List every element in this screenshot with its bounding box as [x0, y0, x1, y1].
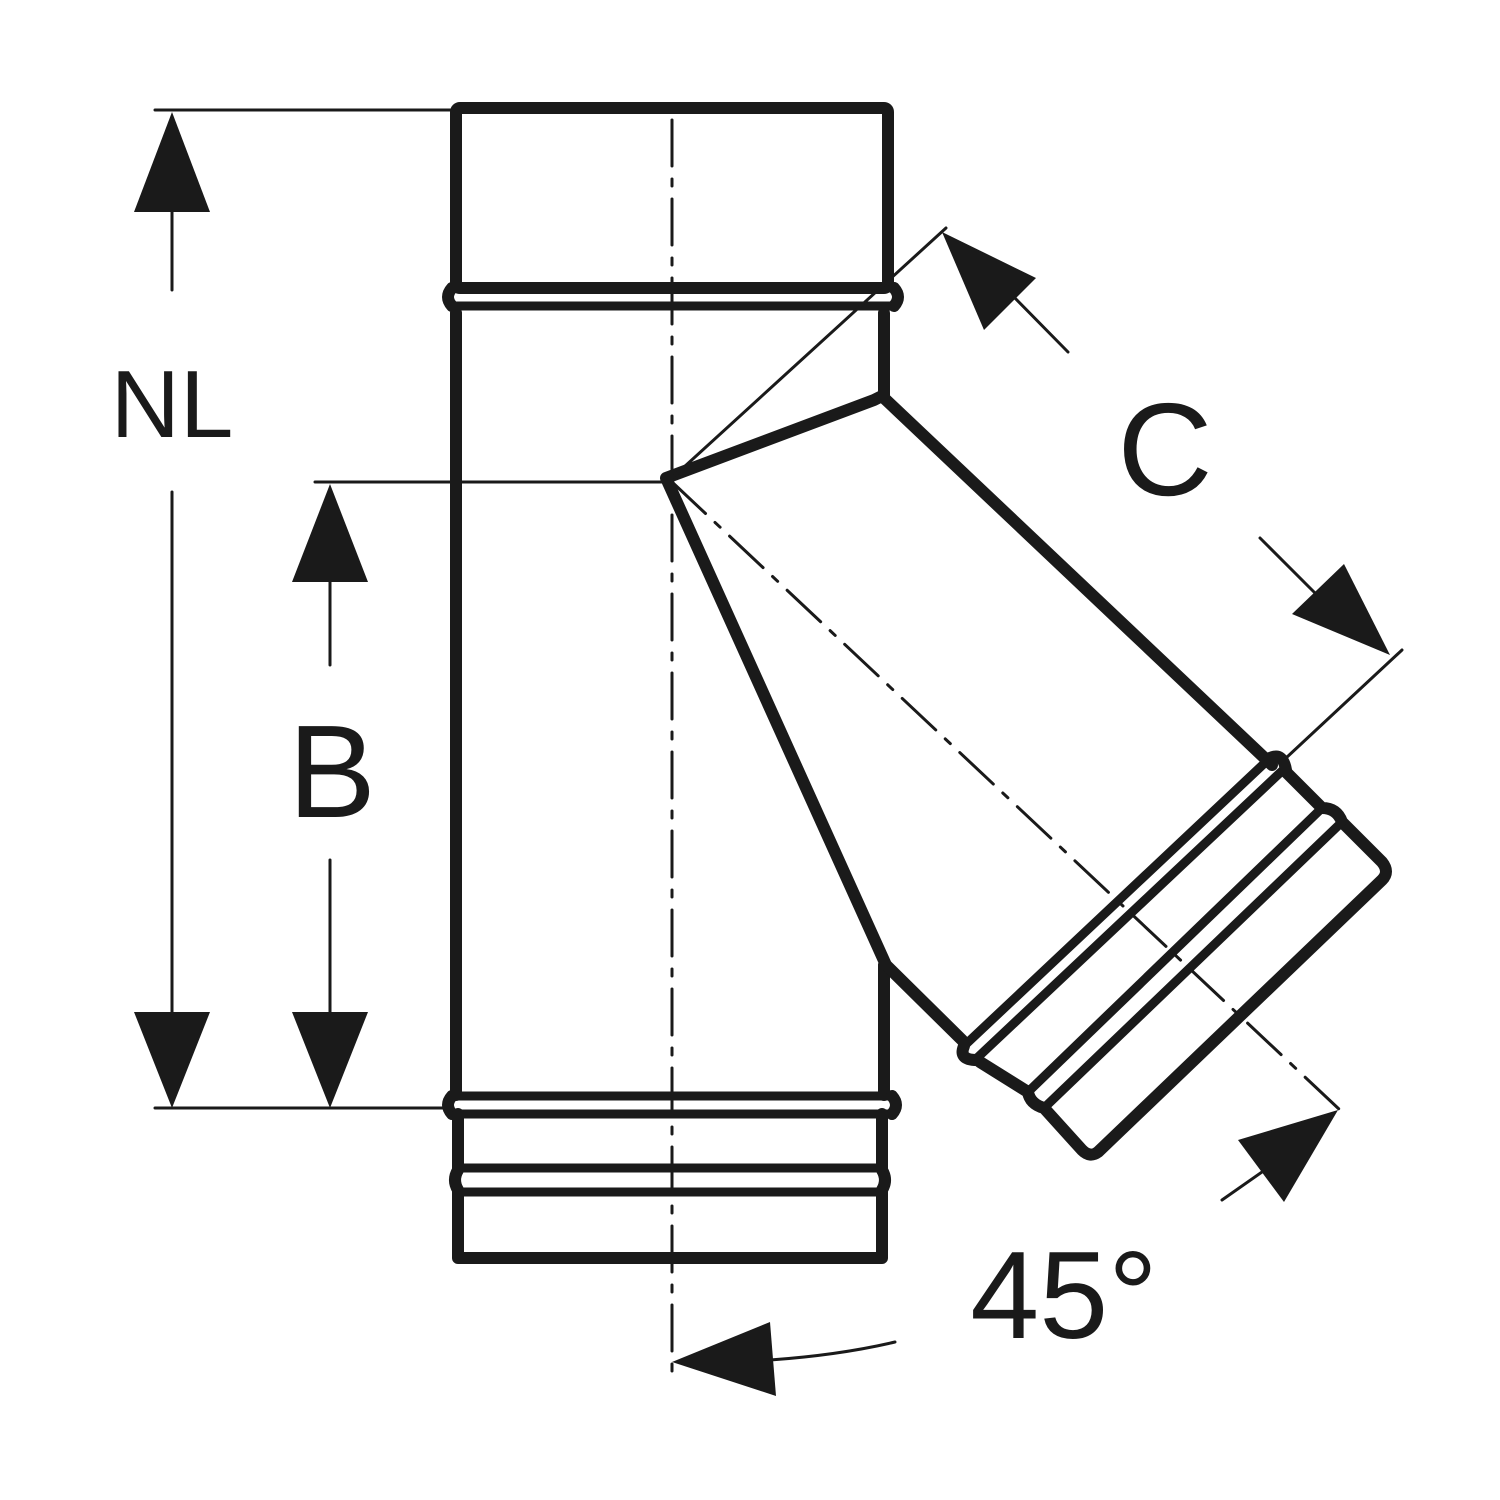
nl-label: NL [111, 351, 234, 458]
c-top-arrow [942, 232, 1036, 330]
b-label: B [288, 698, 376, 845]
branch-outline [660, 389, 968, 1046]
top-bead-right-cap [888, 282, 904, 312]
c-label: C [1117, 376, 1212, 523]
angle-label: 45° [970, 1227, 1158, 1365]
bottom-spigot [449, 1108, 891, 1264]
angle-arc [768, 1340, 897, 1362]
c-dim-line-lower [1258, 536, 1324, 602]
bottom-bead-right-cap [886, 1090, 902, 1120]
bottom-bead-left-cap [442, 1090, 458, 1120]
angle-left-arrow [672, 1322, 776, 1396]
dimension-lines [153, 108, 1404, 1362]
angle-right-arrow [1238, 1110, 1338, 1202]
branch-spigot [974, 766, 1392, 1161]
branch-bead-cap-bottom [956, 1040, 983, 1066]
c-bottom-arrow [1292, 564, 1390, 655]
c-dim-line-upper [1005, 288, 1070, 354]
arrowheads [134, 112, 1390, 1396]
top-bead-left-cap [442, 282, 458, 312]
c-bottom-extension [1284, 648, 1404, 760]
nl-top-arrow [134, 112, 210, 212]
branch-groove-2 [1039, 817, 1347, 1113]
branch-pipe [660, 389, 1392, 1161]
c-top-extension [670, 226, 948, 480]
b-bottom-arrow [292, 1012, 368, 1108]
b-top-arrow [292, 484, 368, 582]
nl-bottom-arrow [134, 1012, 210, 1108]
branch-groove-1 [1023, 803, 1327, 1097]
main-pipe [442, 102, 904, 1264]
branch-upper-edge [878, 392, 1278, 771]
main-pipe-outline [450, 307, 890, 1101]
branch-centerline [670, 480, 1342, 1112]
